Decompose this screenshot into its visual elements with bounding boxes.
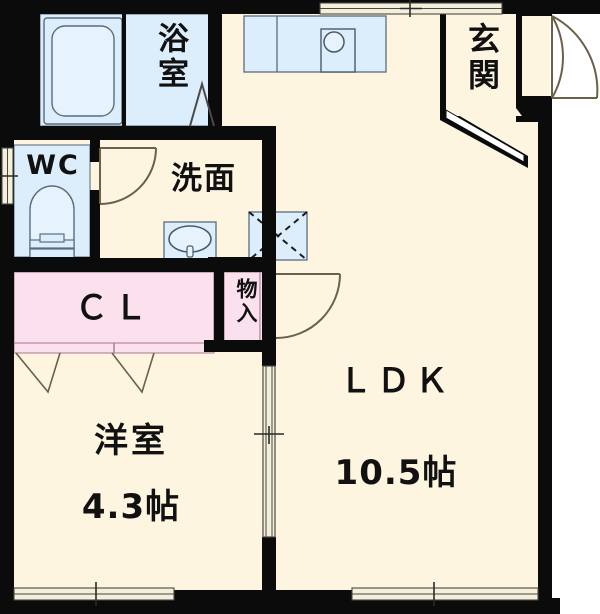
- washroom-label: 洗面: [171, 161, 237, 197]
- fixtures: [29, 15, 387, 263]
- wc-label: WC: [26, 150, 80, 181]
- entrance-detail: [445, 14, 525, 163]
- room-storage-fill: [223, 271, 261, 349]
- kitchen-window-icon: [319, 0, 503, 17]
- ldk-size-label: 10.5帖: [334, 453, 458, 493]
- bath-label: 浴室: [152, 22, 188, 92]
- wc-window-icon: [0, 147, 18, 205]
- entrance-label: 玄関: [463, 22, 501, 94]
- wc-door-icon: [99, 147, 157, 205]
- washbasin-icon: [163, 221, 217, 263]
- washroom-door-icon: [275, 273, 341, 339]
- kitchen-counter-icon: [243, 15, 387, 73]
- storage-label: 物入: [234, 278, 258, 326]
- bedroom-label: 洋室: [94, 421, 168, 461]
- washer-space-icon: [248, 211, 308, 261]
- bedroom-size-label: 4.3帖: [81, 487, 181, 527]
- ldk-window-icon: [351, 582, 539, 606]
- bath-door-icon: [189, 80, 215, 127]
- toilet-icon: [29, 185, 75, 260]
- room-closet-fill: [13, 271, 215, 349]
- closet-label: ＣＬ: [75, 288, 153, 327]
- windows: [0, 0, 539, 606]
- closet-folding-doors: [15, 352, 155, 394]
- room-partition-icon: [254, 365, 284, 538]
- bedroom-window-icon: [13, 582, 175, 606]
- entrance-door-icon: [551, 15, 599, 99]
- door-swings: [99, 15, 599, 339]
- ldk-label: ＬＤＫ: [339, 361, 453, 400]
